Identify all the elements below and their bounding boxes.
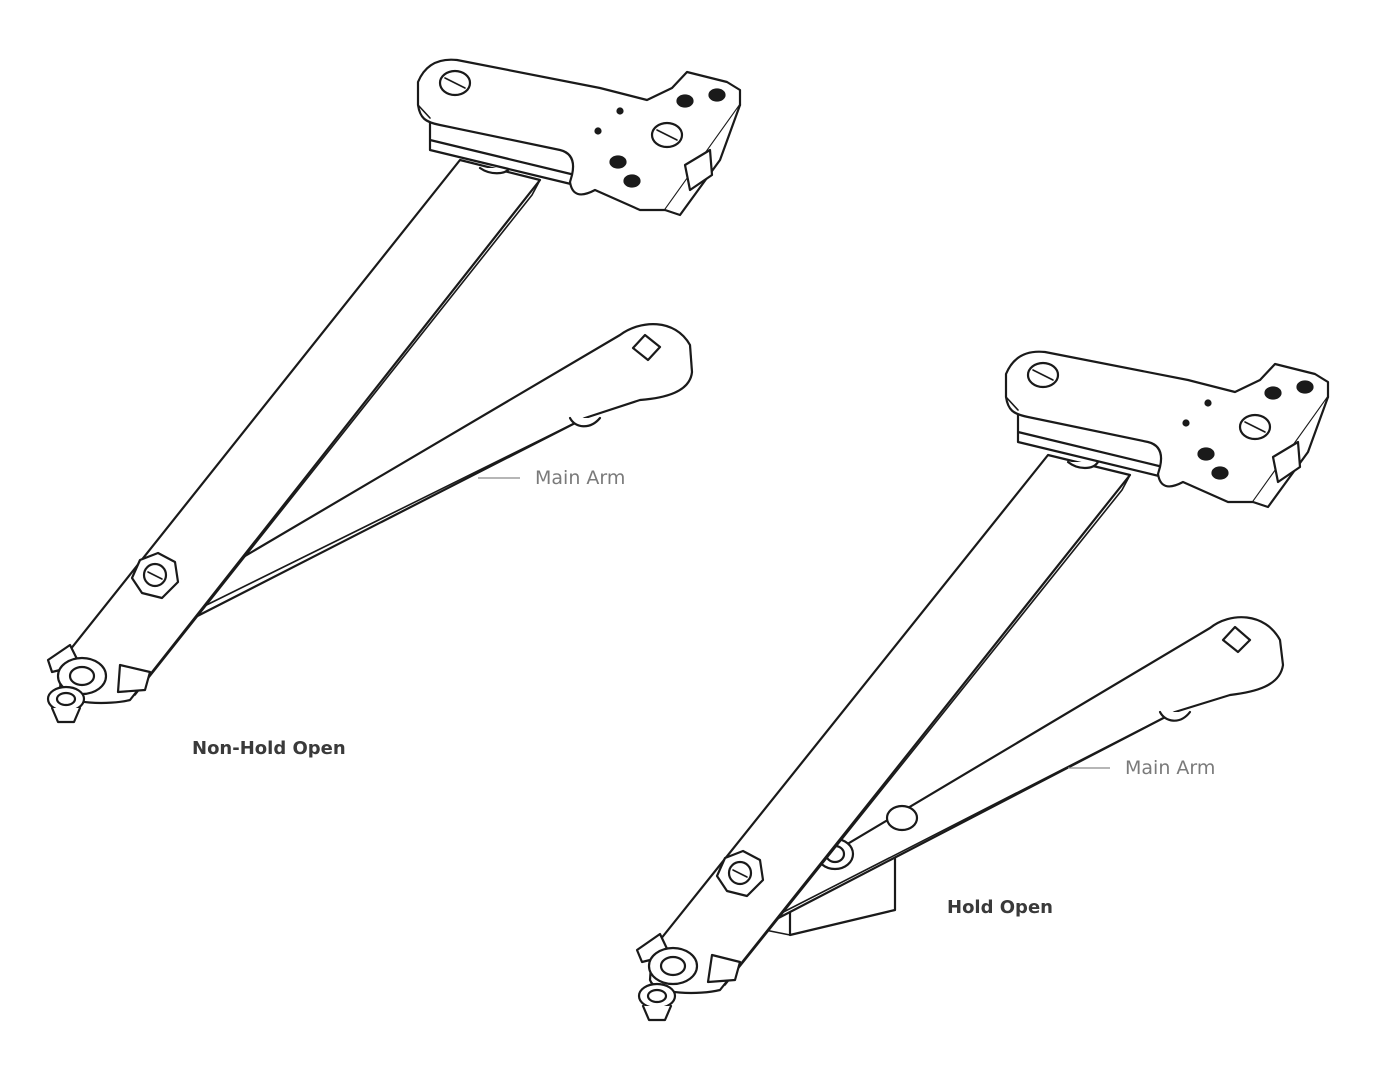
elbow-joint-hold	[635, 932, 742, 1022]
forearm-hold	[648, 453, 1132, 995]
main-arm-callout: Main Arm	[535, 467, 626, 489]
mounting-bracket-non-hold	[416, 58, 742, 217]
spindle-square-icon	[631, 333, 662, 362]
main-arm-callout: Main Arm	[1125, 757, 1216, 779]
hold-open-housing	[764, 856, 897, 937]
figure-title-hold-open: Hold Open	[947, 897, 1053, 918]
elbow-joint-non-hold	[46, 643, 152, 724]
hex-nut-hold	[715, 849, 765, 898]
hold-open-assembly	[635, 350, 1330, 1022]
figure-title-non-hold-open: Non-Hold Open	[192, 738, 346, 759]
mounting-bracket-hold	[1004, 350, 1330, 509]
spindle-square-icon	[1221, 625, 1252, 654]
hex-nut-non-hold	[130, 551, 180, 600]
non-hold-open-assembly	[46, 58, 742, 724]
